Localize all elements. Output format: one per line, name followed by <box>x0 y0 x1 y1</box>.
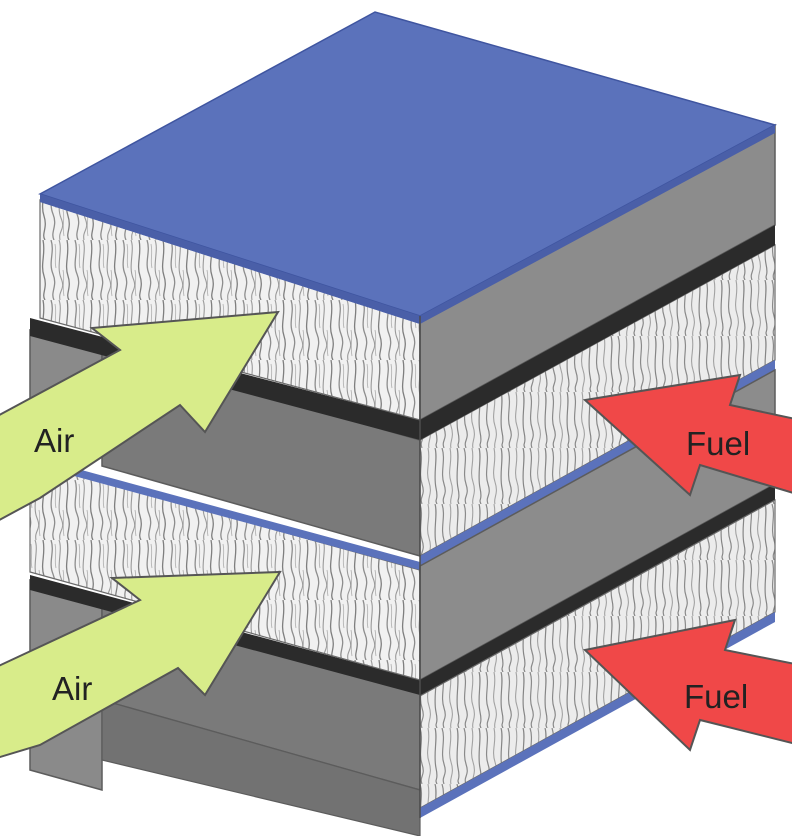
lower-fuel-channel-gap <box>420 484 775 696</box>
fuel-arrow-lower <box>582 618 792 752</box>
air-label-lower: Air <box>52 670 92 707</box>
air-label-upper: Air <box>34 422 74 459</box>
air-arrow-upper <box>0 310 280 521</box>
fuel-arrow-upper <box>582 373 792 497</box>
bottom-base-front <box>101 699 421 836</box>
air-arrow-lower <box>0 570 282 759</box>
fuel-label-upper: Fuel <box>686 425 750 462</box>
upper-fuel-channel-gap <box>420 225 775 440</box>
lower-air-channel-blue-edge <box>30 456 420 570</box>
fuel-label-lower: Fuel <box>684 678 748 715</box>
